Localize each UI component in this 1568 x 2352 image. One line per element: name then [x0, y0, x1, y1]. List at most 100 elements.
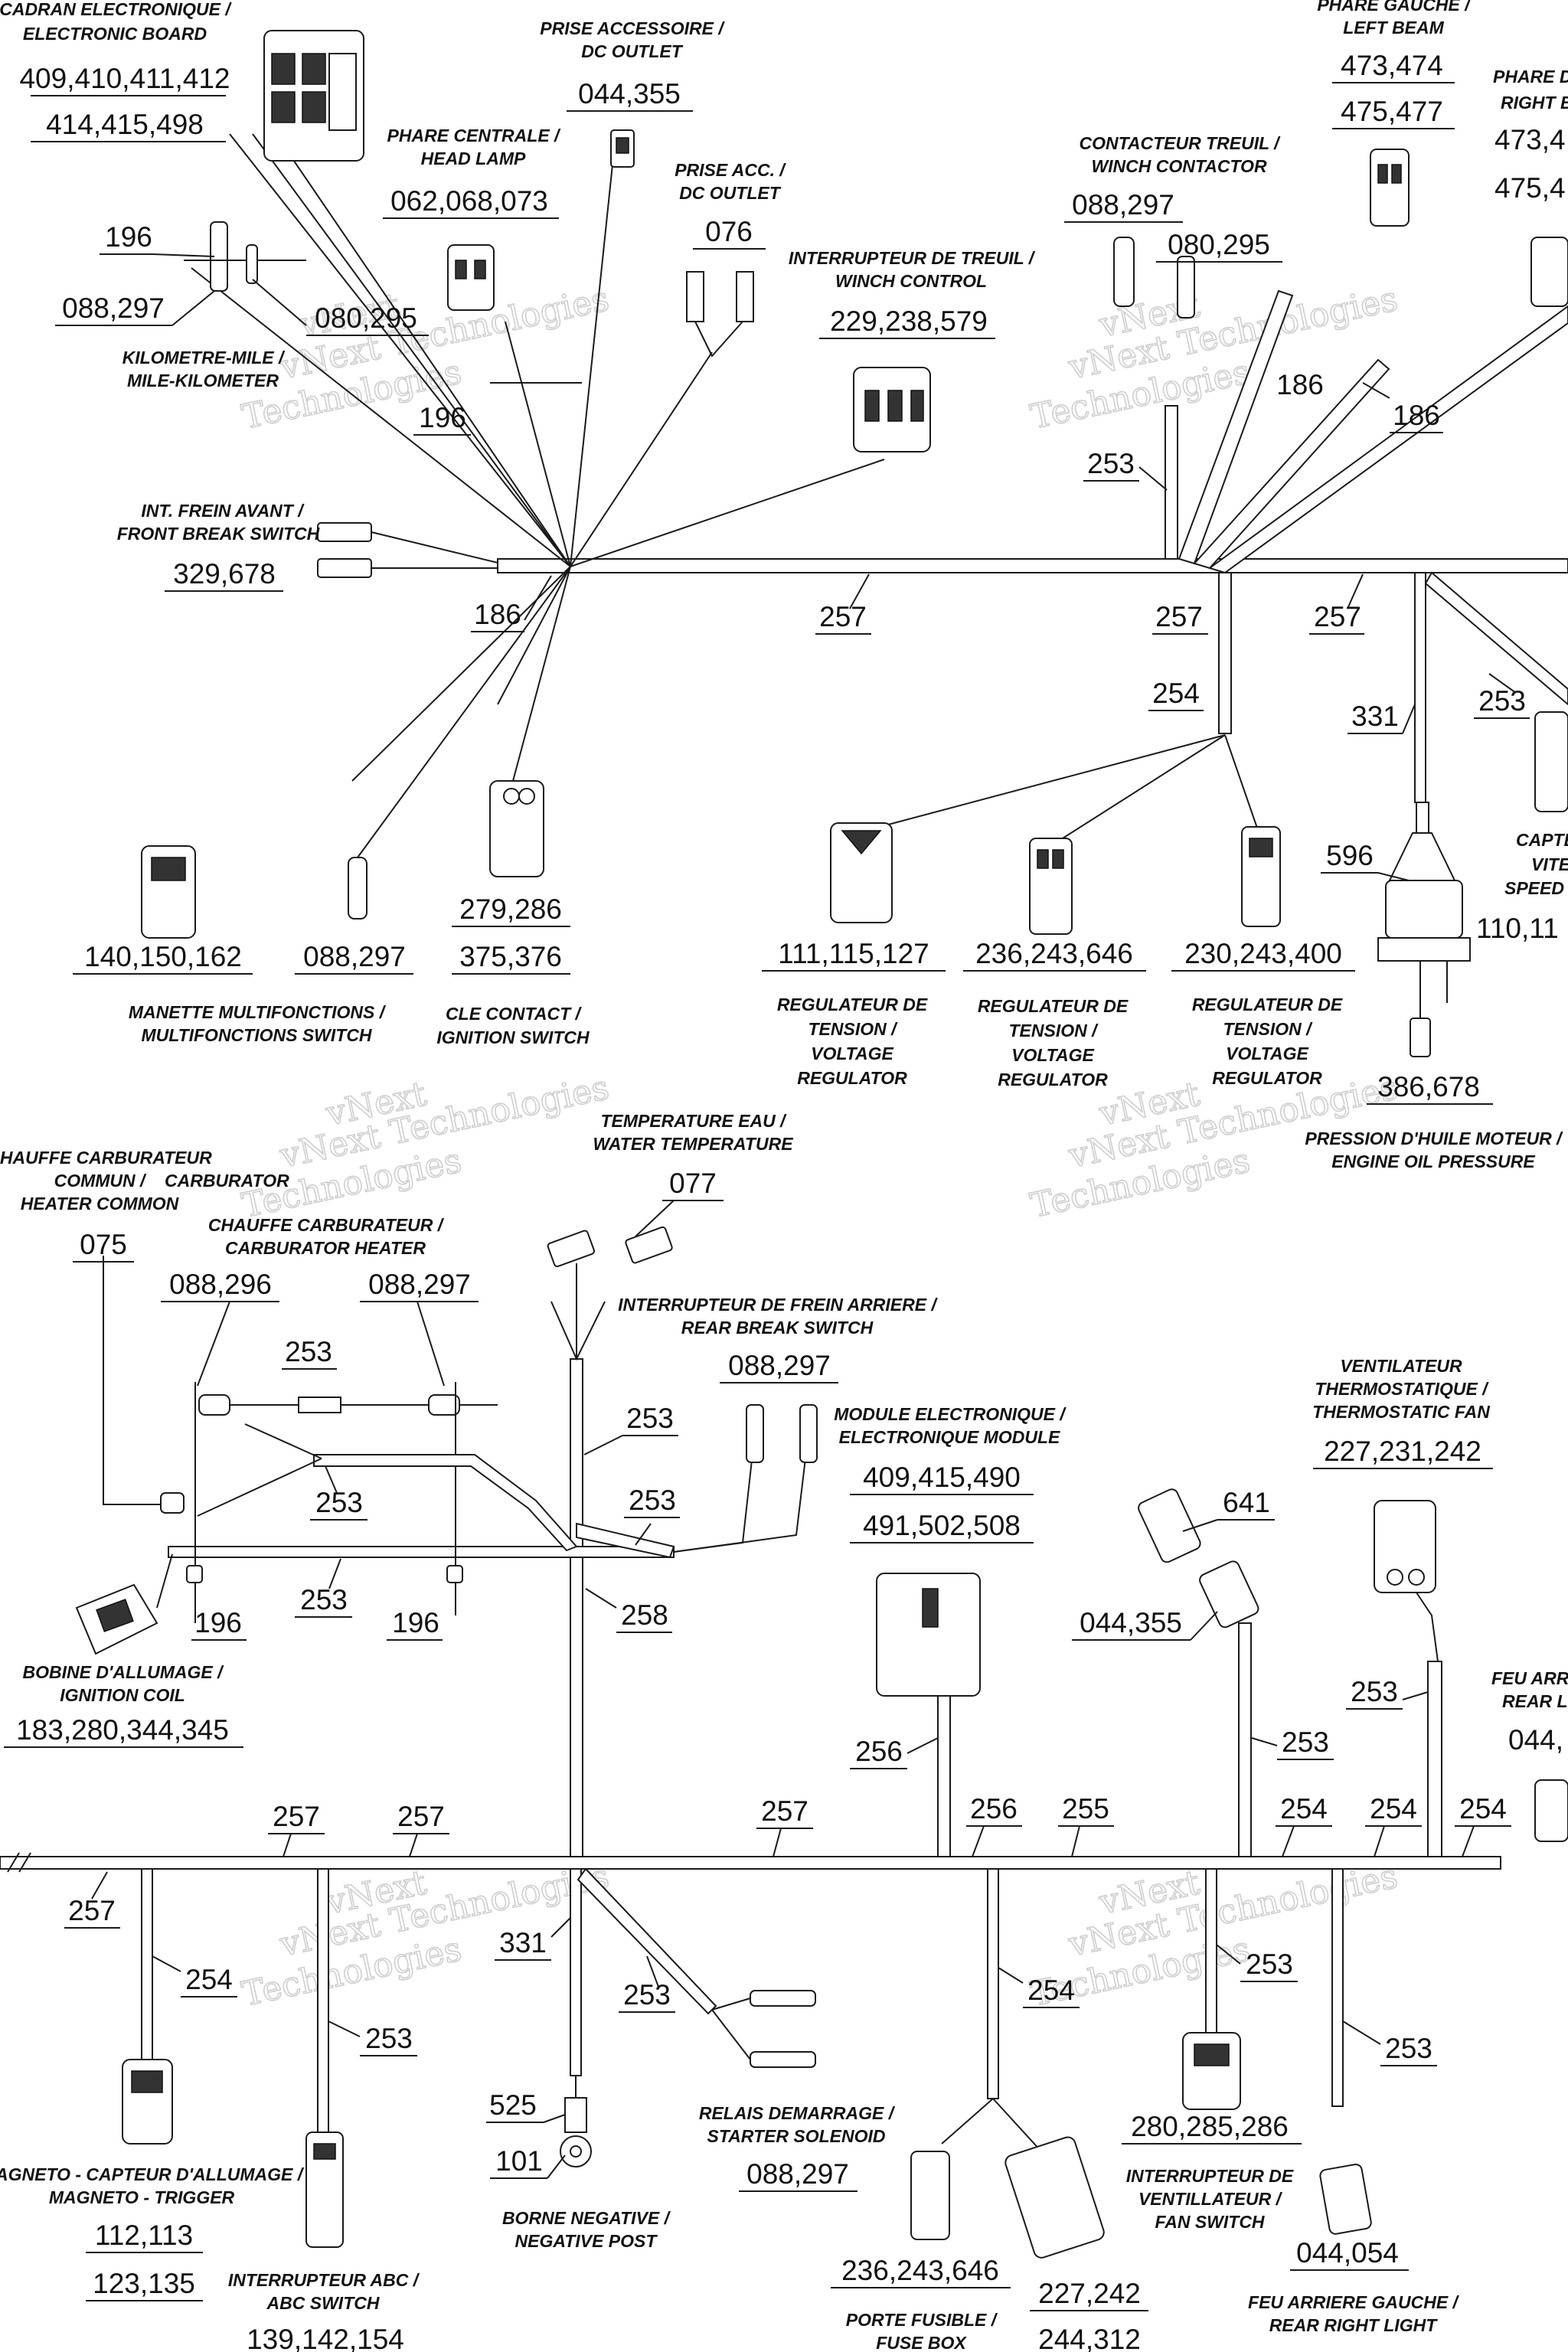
svg-text:MANETTE MULTIFONCTIONS /: MANETTE MULTIFONCTIONS / [129, 1002, 387, 1022]
svg-text:ENGINE OIL PRESSURE: ENGINE OIL PRESSURE [1331, 1152, 1535, 1171]
svg-text:REAR LE: REAR LE [1502, 1691, 1568, 1711]
label-starter-solenoid: RELAIS DEMARRAGE / STARTER SOLENOID 088,… [699, 2103, 896, 2192]
label-electronic-module: MODULE ELECTRONIQUE / ELECTRONIQUE MODUL… [834, 1404, 1067, 1544]
svg-text:414,415,498: 414,415,498 [46, 109, 204, 140]
label-multifonctions-switch: 140,150,162 MANETTE MULTIFONCTIONS / MUL… [73, 941, 387, 1045]
fan-switch-connector [1182, 2032, 1241, 2110]
svg-text:STARTER SOLENOID: STARTER SOLENOID [707, 2126, 886, 2146]
svg-text:077: 077 [669, 1168, 717, 1199]
svg-text:257: 257 [273, 1801, 320, 1832]
svg-text:REGULATOR: REGULATOR [998, 1070, 1108, 1089]
label-voltage-regulator-2: 236,243,646 REGULATEUR DE TENSION / VOLT… [963, 938, 1146, 1089]
svg-text:257: 257 [1155, 601, 1203, 632]
magneto-trigger-connector [122, 2059, 173, 2145]
svg-text:229,238,579: 229,238,579 [830, 305, 988, 337]
svg-text:088,297: 088,297 [303, 941, 406, 972]
svg-text:MODULE ELECTRONIQUE /: MODULE ELECTRONIQUE / [834, 1404, 1067, 1424]
svg-text:VOLTAGE: VOLTAGE [1011, 1045, 1094, 1065]
svg-text:WINCH CONTROL: WINCH CONTROL [835, 271, 987, 291]
svg-text:REGULATEUR DE: REGULATEUR DE [777, 995, 928, 1014]
voltage-regulator-connector-3 [1241, 826, 1281, 927]
svg-text:139,142,154: 139,142,154 [247, 2324, 404, 2352]
svg-text:INTERRUPTEUR DE FREIN ARRIERE: INTERRUPTEUR DE FREIN ARRIERE / [618, 1295, 938, 1315]
svg-text:FAN SWITCH: FAN SWITCH [1155, 2212, 1264, 2232]
svg-text:RELAIS DEMARRAGE /: RELAIS DEMARRAGE / [699, 2103, 896, 2123]
label-mile-kilometer: KILOMETRE-MILE / MILE-KILOMETER [122, 348, 286, 390]
rear-right-light-connector [1319, 2164, 1372, 2235]
svg-text:VOLTAGE: VOLTAGE [1226, 1044, 1308, 1063]
svg-text:186: 186 [474, 599, 521, 630]
svg-text:258: 258 [621, 1599, 668, 1631]
label-rear-right-light: 044,054 FEU ARRIERE GAUCHE / REAR RIGHT … [1248, 2237, 1459, 2335]
label-water-temperature: TEMPERATURE EAU / WATER TEMPERATURE 077 [593, 1111, 793, 1237]
svg-text:TENSION /: TENSION / [808, 1019, 898, 1039]
svg-text:475,477: 475,477 [1341, 96, 1443, 127]
svg-text:MAGNETO - TRIGGER: MAGNETO - TRIGGER [49, 2187, 235, 2207]
label-engine-oil-pressure: 386,678 PRESSION D'HUILE MOTEUR / ENGINE… [1305, 1071, 1563, 1171]
svg-text:088,297: 088,297 [368, 1269, 471, 1300]
svg-text:254: 254 [1459, 1793, 1507, 1824]
svg-text:253: 253 [1385, 2033, 1432, 2064]
svg-text:044,355: 044,355 [578, 78, 681, 109]
svg-text:TEMPERATURE EAU /: TEMPERATURE EAU / [600, 1111, 787, 1131]
svg-text:641: 641 [1223, 1487, 1270, 1518]
svg-text:THERMOSTATIQUE /: THERMOSTATIQUE / [1315, 1379, 1489, 1399]
svg-text:196: 196 [419, 402, 466, 433]
upper-main-harness [191, 133, 1568, 1018]
svg-text:CARBURATOR: CARBURATOR [165, 1171, 289, 1191]
svg-text:RIGHT B: RIGHT B [1501, 93, 1568, 113]
svg-text:SPEED S: SPEED S [1504, 878, 1568, 898]
svg-text:088,297: 088,297 [1072, 189, 1174, 220]
label-front-brake-switch: INT. FREIN AVANT / FRONT BREAK SWITCH 32… [117, 501, 320, 592]
svg-text:227,242: 227,242 [1038, 2278, 1141, 2309]
svg-text:255: 255 [1062, 1793, 1109, 1824]
svg-text:INT. FREIN AVANT /: INT. FREIN AVANT / [141, 501, 305, 521]
svg-text:112,113: 112,113 [95, 2220, 193, 2251]
splice-connector-upper [348, 857, 368, 920]
svg-text:080,295: 080,295 [1168, 229, 1270, 260]
svg-text:PRISE ACC. /: PRISE ACC. / [675, 160, 786, 180]
svg-text:PHARE CENTRALE /: PHARE CENTRALE / [387, 126, 562, 145]
svg-text:254: 254 [1370, 1793, 1417, 1824]
svg-text:TENSION /: TENSION / [1008, 1021, 1099, 1040]
svg-text:044,: 044, [1508, 1724, 1563, 1756]
svg-text:044,355: 044,355 [1080, 1607, 1182, 1638]
lower-callouts: 253 253 253 253 253 196 196 258 256 253 … [64, 1336, 1511, 2066]
svg-text:475,4: 475,4 [1494, 172, 1566, 204]
svg-text:253: 253 [1087, 448, 1135, 479]
upper-callouts: 196 088,297 080,295 196 186 186 186 253 … [55, 221, 1530, 975]
label-winch-control: INTERRUPTEUR DE TREUIL / WINCH CONTROL 2… [789, 248, 1036, 339]
svg-text:253: 253 [1246, 1949, 1293, 1980]
svg-text:IGNITION COIL: IGNITION COIL [60, 1685, 185, 1705]
dc-outlet-lower-connectors [1138, 1488, 1259, 1857]
label-fan-switch: 280,285,286 INTERRUPTEUR DE VENTILLATEUR… [1122, 2111, 1302, 2232]
svg-text:257: 257 [761, 1795, 808, 1827]
label-left-beam: PHARE GAUCHE / LEFT BEAM 473,474 475,477 [1317, 0, 1472, 129]
label-ignition-coil: BOBINE D'ALLUMAGE / IGNITION COIL 183,28… [4, 1662, 243, 1748]
svg-text:MAGNETO - CAPTEUR D'ALLUMAGE /: MAGNETO - CAPTEUR D'ALLUMAGE / [0, 2164, 305, 2184]
svg-text:INTERRUPTEUR DE: INTERRUPTEUR DE [1126, 2166, 1294, 2186]
svg-text:101: 101 [495, 2145, 543, 2177]
rear-left-light-connector [1534, 1779, 1568, 1842]
svg-text:INTERRUPTEUR DE TREUIL /: INTERRUPTEUR DE TREUIL / [789, 248, 1036, 268]
svg-text:253: 253 [1478, 685, 1526, 717]
svg-text:REGULATEUR DE: REGULATEUR DE [978, 996, 1129, 1016]
electronic-board-connector [263, 30, 364, 162]
svg-text:080,295: 080,295 [315, 302, 417, 334]
svg-text:253: 253 [365, 2023, 413, 2054]
watermark-bottom-left: vNext vNext Technologies Technologies [238, 1856, 613, 2014]
svg-text:INTERRUPTEUR ABC /: INTERRUPTEUR ABC / [228, 2270, 420, 2290]
svg-text:COMMUN /: COMMUN / [54, 1171, 147, 1191]
svg-text:VOLTAGE: VOLTAGE [811, 1044, 893, 1063]
svg-text:REGULATOR: REGULATOR [1212, 1068, 1322, 1088]
svg-text:253: 253 [300, 1584, 348, 1615]
watermark-middle-left: vNext vNext Technologies Technologies [238, 1067, 613, 1226]
svg-text:FEU ARRIERE GAUCHE /: FEU ARRIERE GAUCHE / [1248, 2292, 1459, 2312]
svg-text:196: 196 [105, 221, 152, 253]
oil-pressure-sensor [1377, 802, 1471, 1057]
svg-text:HEATER COMMON: HEATER COMMON [21, 1194, 179, 1214]
svg-text:111,115,127: 111,115,127 [778, 938, 929, 969]
svg-text:062,068,073: 062,068,073 [390, 185, 548, 217]
svg-text:REAR RIGHT LIGHT: REAR RIGHT LIGHT [1269, 2315, 1438, 2335]
svg-text:BOBINE D'ALLUMAGE /: BOBINE D'ALLUMAGE / [22, 1662, 224, 1682]
